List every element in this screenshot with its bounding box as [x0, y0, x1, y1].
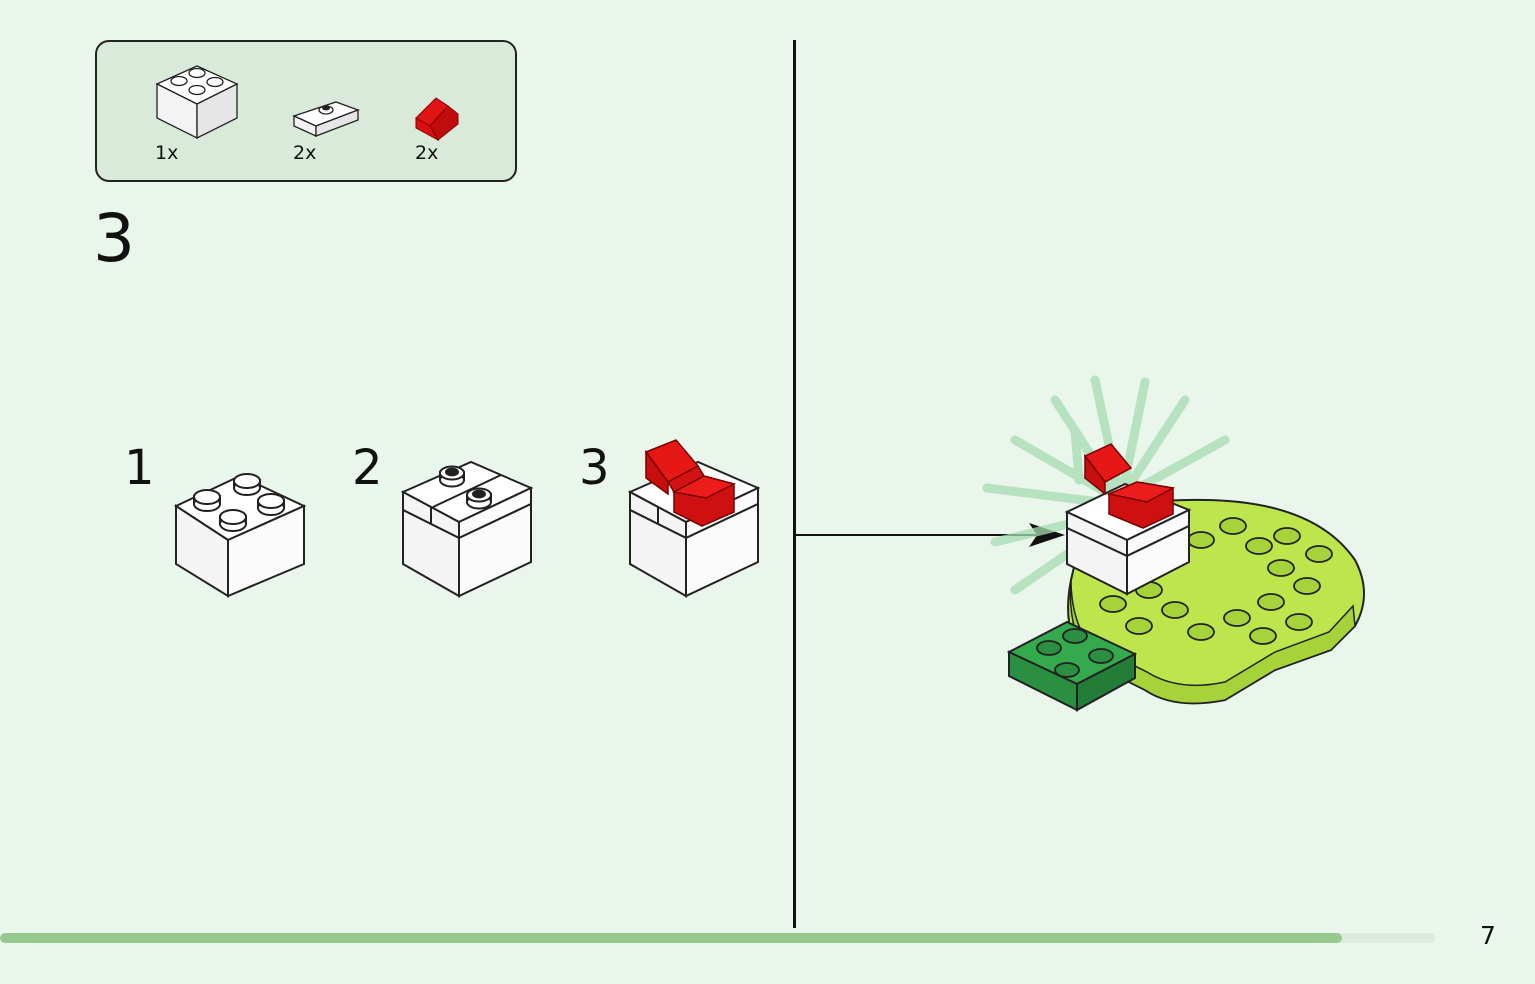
- parts-list-box: 1x 2x 2x: [95, 40, 517, 182]
- page-divider: [793, 40, 796, 928]
- part-quantity: 2x: [293, 142, 317, 164]
- substep-label: 2: [352, 440, 383, 496]
- white-1x2-jumper-plate-icon: [292, 98, 360, 142]
- step-number: 3: [93, 200, 135, 277]
- substep-label: 3: [579, 440, 610, 496]
- white-2x2-brick-icon: [155, 62, 239, 142]
- green-base-assembly-icon: [975, 370, 1375, 725]
- page-number: 7: [1480, 921, 1496, 950]
- part-quantity: 1x: [155, 142, 179, 164]
- part-quantity: 2x: [415, 142, 439, 164]
- page-progress-bar: [0, 933, 1435, 943]
- page-progress-fill: [0, 933, 1342, 943]
- jumper-plates-on-brick-icon: [397, 458, 537, 605]
- red-slope-brick-icon: [414, 96, 460, 142]
- red-slopes-on-brick-icon: [624, 438, 764, 605]
- white-2x2-brick-icon: [170, 470, 310, 605]
- substep-label: 1: [124, 440, 155, 496]
